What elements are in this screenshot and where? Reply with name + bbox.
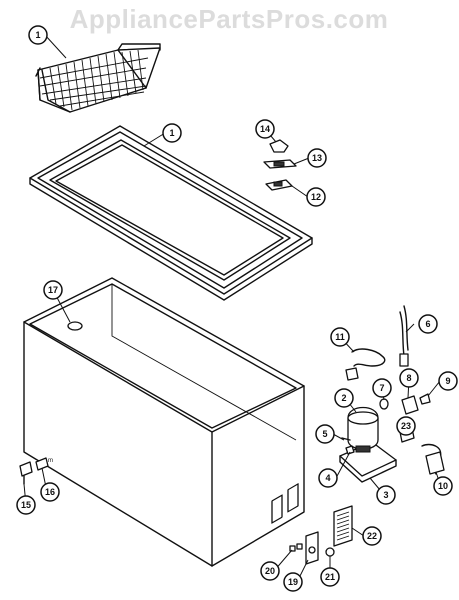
- callout-19: 19: [283, 572, 303, 592]
- cord-clamp: [421, 443, 445, 475]
- callout-17: 17: [43, 280, 63, 300]
- svg-text:9: 9: [445, 376, 450, 386]
- svg-text:23: 23: [401, 421, 411, 431]
- svg-text:21: 21: [325, 572, 335, 582]
- leader-lines: [23, 34, 441, 583]
- svg-text:4: 4: [325, 473, 330, 483]
- callout-12: 12: [306, 187, 326, 207]
- hinge-parts: [263, 139, 297, 191]
- callout-9: 9: [438, 371, 458, 391]
- svg-text:8: 8: [406, 373, 411, 383]
- callout-1-basket: 1: [28, 25, 48, 45]
- wiring-harness: [345, 348, 386, 381]
- svg-text:2: 2: [341, 393, 346, 403]
- power-cord: [399, 305, 409, 367]
- control-parts: [289, 505, 353, 565]
- leg-parts: [19, 457, 49, 485]
- callout-13: 13: [307, 148, 327, 168]
- cabinet: m: [23, 277, 305, 567]
- callout-15: 15: [16, 495, 36, 515]
- lid-gasket: [29, 125, 313, 301]
- svg-text:1: 1: [169, 128, 174, 138]
- svg-text:17: 17: [48, 285, 58, 295]
- callout-8: 8: [399, 368, 419, 388]
- svg-text:15: 15: [21, 500, 31, 510]
- svg-text:m: m: [48, 458, 53, 464]
- svg-text:22: 22: [367, 531, 377, 541]
- callout-7: 7: [372, 378, 392, 398]
- callout-16: 16: [40, 482, 60, 502]
- svg-text:3: 3: [383, 490, 388, 500]
- watermark-text: AppliancePartsPros.com: [70, 4, 389, 34]
- svg-text:12: 12: [311, 192, 321, 202]
- svg-text:11: 11: [335, 332, 345, 342]
- callout-23: 23: [396, 416, 416, 436]
- compressor: [339, 406, 397, 483]
- svg-text:5: 5: [322, 429, 327, 439]
- callout-20: 20: [260, 561, 280, 581]
- svg-text:13: 13: [312, 153, 322, 163]
- svg-text:7: 7: [379, 383, 384, 393]
- svg-text:14: 14: [260, 124, 270, 134]
- callout-3: 3: [376, 485, 396, 505]
- callout-21: 21: [320, 567, 340, 587]
- svg-text:20: 20: [265, 566, 275, 576]
- callout-1-gasket: 1: [162, 123, 182, 143]
- svg-text:10: 10: [438, 481, 448, 491]
- svg-text:16: 16: [45, 487, 55, 497]
- callout-4: 4: [318, 468, 338, 488]
- callout-10: 10: [433, 476, 453, 496]
- callout-22: 22: [362, 526, 382, 546]
- basket: [35, 43, 161, 113]
- callout-2: 2: [334, 388, 354, 408]
- svg-text:6: 6: [425, 319, 430, 329]
- callout-11: 11: [330, 327, 350, 347]
- callouts: 1 1 2 3 4 5 6 7 8 9 10 1: [16, 25, 458, 592]
- svg-text:1: 1: [35, 30, 40, 40]
- svg-text:19: 19: [288, 577, 298, 587]
- callout-6: 6: [418, 314, 438, 334]
- callout-14: 14: [255, 119, 275, 139]
- callout-5: 5: [315, 424, 335, 444]
